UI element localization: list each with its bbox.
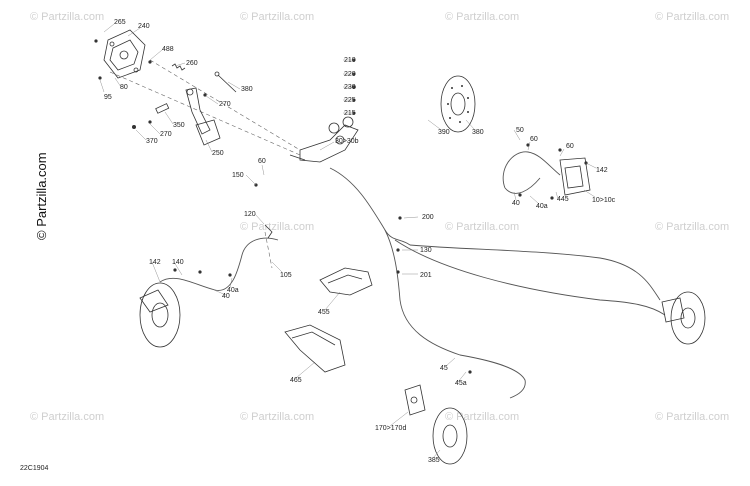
callout-45a: 45a: [455, 380, 467, 387]
callout-40a-left: 40a: [227, 287, 239, 294]
guard-465: [284, 324, 346, 373]
watermark: © Partzilla.com: [445, 411, 519, 423]
callout-200: 200: [422, 214, 434, 221]
callout-260: 260: [186, 60, 198, 67]
small-fasteners: [94, 39, 258, 187]
watermark-grid: © Partzilla.com © Partzilla.com © Partzi…: [30, 11, 729, 423]
callout-215: 215: [344, 110, 356, 117]
brake-distribution-block: [289, 116, 359, 163]
watermark: © Partzilla.com: [655, 11, 729, 23]
callout-225: 225: [344, 97, 356, 104]
callout-40-right: 40: [512, 200, 520, 207]
brake-disc-rear-left: [139, 282, 181, 348]
brake-pedal: [185, 87, 221, 146]
callout-201: 201: [420, 272, 432, 279]
callout-240: 240: [138, 23, 150, 30]
callout-210: 210: [344, 57, 356, 64]
pedal-shaft: [214, 71, 237, 93]
callout-120: 120: [244, 211, 256, 218]
watermark: © Partzilla.com: [445, 11, 519, 23]
callout-170-170d: 170>170d: [375, 425, 406, 432]
watermark: © Partzilla.com: [30, 11, 104, 23]
main-brake-lines: [329, 167, 666, 399]
watermark: © Partzilla.com: [240, 221, 314, 233]
callout-30-30b: 30>30b: [335, 138, 359, 145]
brake-disc-front-right: [440, 75, 476, 133]
callout-40-left: 40: [222, 293, 230, 300]
pedal-pin: [155, 103, 170, 114]
callout-370: 370: [146, 138, 158, 145]
callout-labels: 265 240 488 260 80 95 380 270 350 270 37…: [104, 19, 616, 464]
callout-390: 390: [438, 129, 450, 136]
callout-150: 150: [232, 172, 244, 179]
hose-rear-left: [159, 237, 279, 291]
callout-40a-right: 40a: [536, 203, 548, 210]
diagram-reference-code: 22C1904: [20, 465, 49, 472]
callout-250: 250: [212, 150, 224, 157]
hose-front-right: [502, 143, 561, 197]
callout-270-bottom: 270: [160, 131, 172, 138]
callout-385: 385: [428, 457, 440, 464]
callout-265: 265: [114, 19, 126, 26]
callout-142-left: 142: [149, 259, 161, 266]
watermark: © Partzilla.com: [240, 11, 314, 23]
watermark: © Partzilla.com: [655, 221, 729, 233]
leader-lines: [99, 23, 597, 459]
callout-350: 350: [173, 122, 185, 129]
caliper-right: [550, 148, 591, 200]
caliper-center: [404, 384, 426, 416]
watermark: © Partzilla.com: [240, 411, 314, 423]
watermark: © Partzilla.com: [445, 221, 519, 233]
callout-465: 465: [290, 377, 302, 384]
callout-140: 140: [172, 259, 184, 266]
callout-488: 488: [162, 46, 174, 53]
brake-disc-center: [432, 407, 468, 465]
callout-95: 95: [104, 94, 112, 101]
callout-105: 105: [280, 272, 292, 279]
callout-380-disc: 380: [472, 129, 484, 136]
brake-disc-rear-right: [661, 291, 706, 345]
callout-230: 230: [344, 84, 356, 91]
assembly-dash-lines: [109, 59, 301, 269]
callout-130: 130: [420, 247, 432, 254]
callout-80: 80: [120, 84, 128, 91]
callout-60-right: 60: [530, 136, 538, 143]
callout-270-top: 270: [219, 101, 231, 108]
callout-220: 220: [344, 71, 356, 78]
watermark: © Partzilla.com: [655, 411, 729, 423]
callout-455: 455: [318, 309, 330, 316]
callout-45: 45: [440, 365, 448, 372]
guard-455: [319, 267, 373, 296]
watermark: © Partzilla.com: [30, 411, 104, 423]
pedal-spring: [171, 63, 186, 71]
callout-10-10c: 10>10c: [592, 197, 616, 204]
callout-60-left: 60: [258, 158, 266, 165]
callout-445: 445: [557, 196, 569, 203]
callout-50: 50: [516, 127, 524, 134]
hose-clip-120: [264, 224, 273, 239]
master-cylinder-bracket: [103, 29, 146, 79]
watermark-vertical: © Partzilla.com: [34, 152, 49, 240]
callout-380-pedal: 380: [241, 86, 253, 93]
callout-60-caliper: 60: [566, 143, 574, 150]
callout-142-right: 142: [596, 167, 608, 174]
